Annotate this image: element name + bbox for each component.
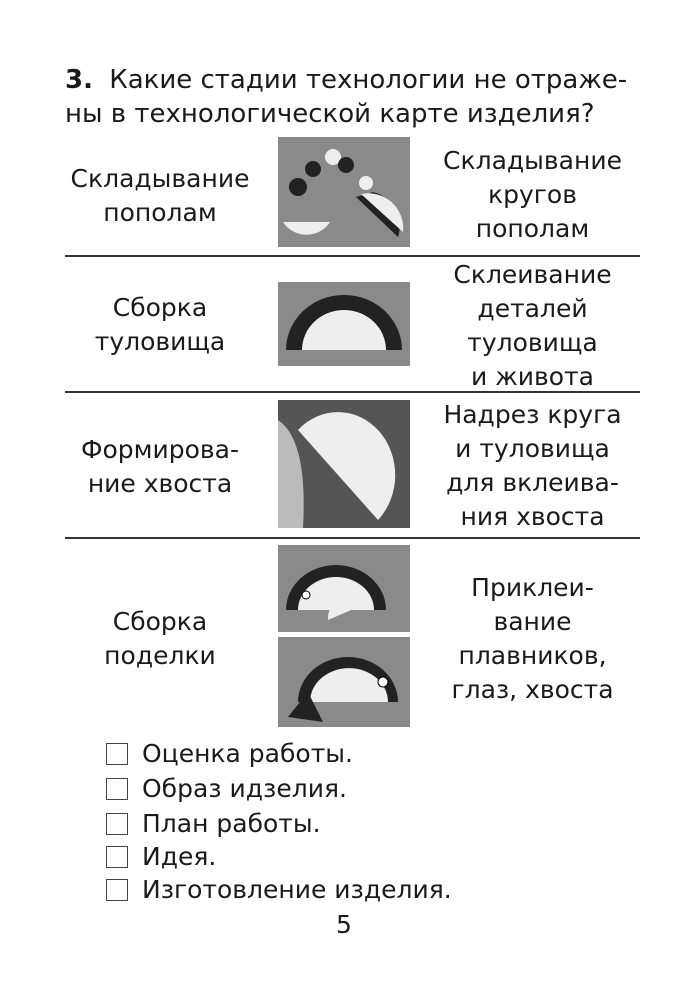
option-2[interactable]: Образ идзелия.: [106, 774, 347, 804]
description-1: Складывание кругов пополам: [425, 144, 640, 246]
stage-text: пополам: [103, 198, 217, 227]
photo-tail-forming: [278, 400, 410, 528]
stage-text: ние хвоста: [87, 469, 233, 498]
stage-text: Складывание: [70, 164, 250, 193]
photo-craft-assembly-2: [278, 637, 410, 727]
option-label: Образ идзелия.: [142, 774, 347, 803]
description-text: ния хвоста: [460, 502, 605, 531]
description-text: плавников,: [458, 641, 607, 670]
option-label: Идея.: [142, 842, 217, 871]
option-label: План работы.: [142, 809, 321, 838]
checkbox[interactable]: [106, 743, 128, 765]
checkbox[interactable]: [106, 778, 128, 800]
photo-body-assembly: [278, 282, 410, 366]
photo-folding-circles: [278, 137, 410, 247]
photo-craft-assembly-1: [278, 545, 410, 632]
description-text: туловища: [467, 328, 598, 357]
option-5[interactable]: Изготовление изделия.: [106, 875, 452, 905]
description-text: Склеивание: [453, 260, 612, 289]
description-text: Складывание: [443, 146, 622, 175]
description-3: Надрез круга и туловища для вклеива- ния…: [425, 398, 640, 534]
question-number: 3.: [65, 65, 93, 95]
description-text: деталей: [477, 294, 588, 323]
question-line-1: 3. Какие стадии технологии не отраже-: [65, 63, 627, 97]
description-text: глаз, хвоста: [451, 675, 614, 704]
page-number: 5: [336, 910, 352, 939]
option-4[interactable]: Идея.: [106, 842, 216, 872]
row-divider: [65, 255, 640, 257]
option-1[interactable]: Оценка работы.: [106, 739, 353, 769]
description-text: для вклеива-: [446, 468, 619, 497]
option-3[interactable]: План работы.: [106, 809, 321, 839]
description-text: Надрез круга: [443, 400, 622, 429]
description-2: Склеивание деталей туловища и живота: [425, 258, 640, 394]
question-line-2: ны в технологической карте изделия?: [65, 99, 595, 129]
question-text-1: Какие стадии технологии не отраже-: [109, 65, 628, 95]
option-label: Изготовление изделия.: [142, 875, 452, 904]
description-text: и туловища: [455, 434, 610, 463]
checkbox[interactable]: [106, 879, 128, 901]
description-text: пополам: [475, 214, 590, 243]
stage-2: Сборка туловища: [55, 291, 265, 359]
stage-text: туловища: [94, 327, 226, 356]
stage-text: Сборка: [112, 607, 208, 636]
checkbox[interactable]: [106, 813, 128, 835]
option-label: Оценка работы.: [142, 739, 353, 768]
stage-3: Формирова- ние хвоста: [55, 433, 265, 501]
stage-4: Сборка поделки: [55, 605, 265, 673]
description-text: Приклеи-: [471, 573, 594, 602]
description-text: кругов: [488, 180, 577, 209]
checkbox[interactable]: [106, 846, 128, 868]
stage-text: Формирова-: [80, 435, 240, 464]
row-divider: [65, 537, 640, 539]
stage-1: Складывание пополам: [55, 162, 265, 230]
row-divider: [65, 391, 640, 393]
description-4: Приклеи- вание плавников, глаз, хвоста: [425, 571, 640, 707]
description-text: вание: [493, 607, 572, 636]
stage-text: поделки: [104, 641, 216, 670]
description-text: и живота: [471, 362, 594, 391]
stage-text: Сборка: [112, 293, 208, 322]
